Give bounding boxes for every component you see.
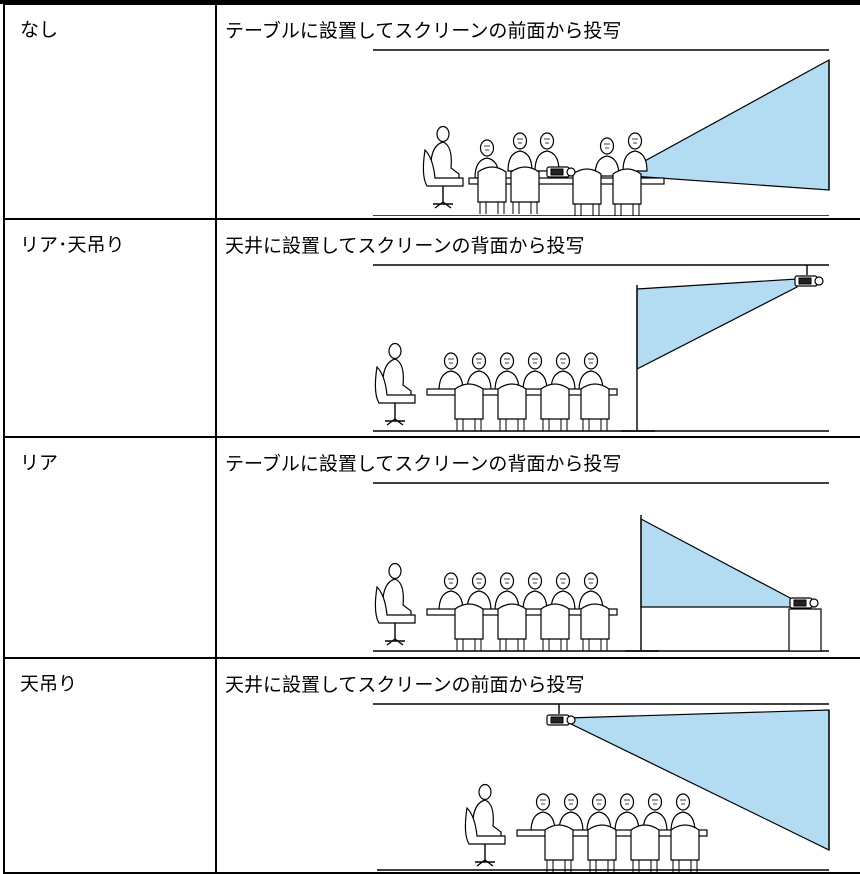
table-row: なし テーブルに設置してスクリーンの前面から投写: [3, 3, 860, 220]
mode-label: 天吊り: [20, 673, 78, 695]
projector-icon: [546, 714, 576, 726]
mode-cell: 天吊り: [3, 657, 217, 874]
table-row: 天吊り 天井に設置してスクリーンの前面から投写: [3, 657, 860, 874]
mode-description: 天井に設置してスクリーンの前面から投写: [225, 674, 585, 696]
mode-label: リア･天吊り: [20, 234, 125, 256]
projector-icon: [789, 597, 819, 609]
mode-cell: リア･天吊り: [3, 218, 217, 438]
orientation-table: なし テーブルに設置してスクリーンの前面から投写: [3, 3, 860, 874]
desk-front-illustration: [373, 49, 830, 216]
description-cell: 天井に設置してスクリーンの背面から投写: [215, 218, 860, 438]
ceiling-rear-illustration: [373, 264, 829, 432]
desk-rear-illustration: [373, 482, 829, 652]
projection-beam: [636, 278, 798, 370]
top-rule: [0, 0, 860, 4]
mode-label: なし: [20, 19, 59, 41]
projector-stand: [788, 608, 822, 652]
audience-icon: [374, 562, 416, 646]
table-row: リア テーブルに設置してスクリーンの背面から投写: [3, 436, 860, 659]
audience-icon: [464, 783, 506, 867]
mode-cell: リア: [3, 436, 217, 659]
projection-beam: [631, 58, 830, 191]
audience-icon: [422, 125, 464, 209]
mode-description: テーブルに設置してスクリーンの背面から投写: [225, 453, 622, 475]
mode-cell: なし: [3, 3, 217, 220]
description-cell: テーブルに設置してスクリーンの背面から投写: [215, 436, 860, 659]
audience-icon: [374, 342, 416, 426]
table-row: リア･天吊り 天井に設置してスクリーンの背面から投写: [3, 218, 860, 438]
description-cell: 天井に設置してスクリーンの前面から投写: [215, 657, 860, 874]
description-cell: テーブルに設置してスクリーンの前面から投写: [215, 3, 860, 220]
mode-label: リア: [20, 452, 59, 474]
projector-icon: [794, 275, 824, 287]
projector-icon: [546, 166, 576, 178]
mode-description: 天井に設置してスクリーンの背面から投写: [225, 235, 585, 257]
ceiling-front-illustration: [373, 703, 830, 872]
table-icon: [468, 177, 665, 185]
projection-beam: [640, 518, 793, 608]
mode-description: テーブルに設置してスクリーンの前面から投写: [225, 20, 622, 42]
